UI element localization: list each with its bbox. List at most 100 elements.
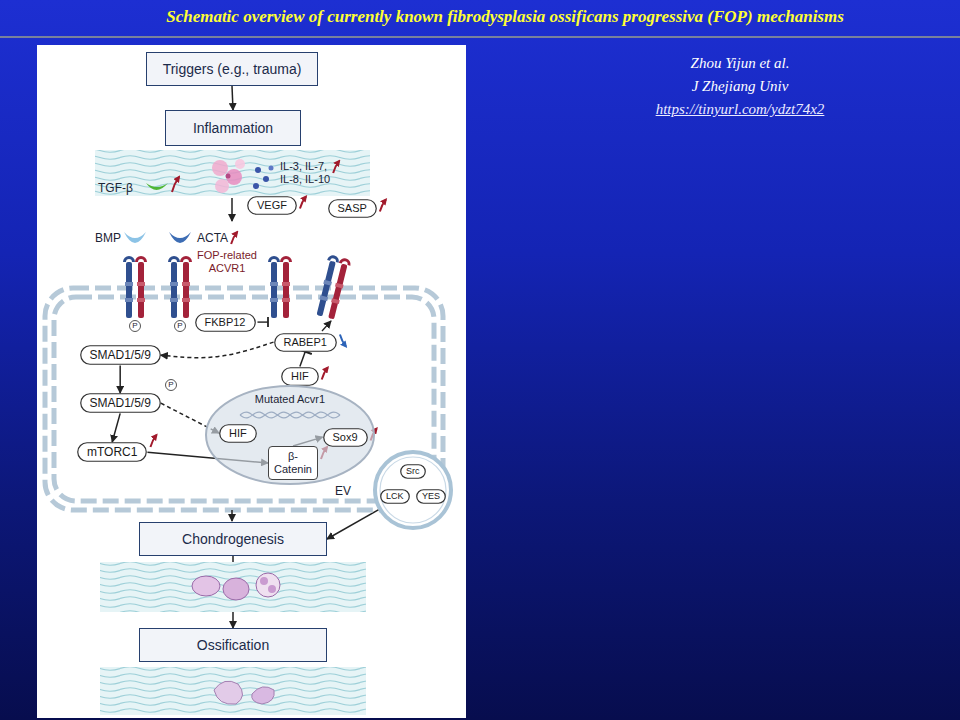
phospho-mark: P [165, 379, 177, 391]
title-rule [0, 37, 960, 38]
signal-label: ACTA [197, 231, 228, 245]
node-text: mTORC1 [87, 445, 137, 459]
node-text: HIF [229, 427, 247, 440]
tissue-band [95, 150, 370, 196]
receptor [328, 264, 347, 320]
molecule-oval: LCK [380, 489, 410, 504]
molecule-oval-outline [220, 424, 257, 442]
molecule-oval-outline [381, 489, 410, 503]
receptor [268, 256, 280, 262]
receptor [339, 257, 352, 266]
receptor [270, 298, 278, 302]
bone-cell [252, 687, 275, 704]
change-arrow [231, 232, 237, 244]
tissue-band [100, 562, 366, 612]
receptor [125, 298, 133, 302]
node-text: Inflammation [193, 120, 273, 137]
node-text: Triggers (e.g., trauma) [163, 61, 302, 78]
tissue-band [100, 667, 366, 715]
receptor [135, 256, 147, 262]
inflammatory-cell [226, 174, 231, 179]
extracellular-vesicle: EVSrcLCKYES [373, 450, 453, 530]
receptor [335, 283, 344, 289]
receptor [331, 298, 340, 304]
process-box: Chondrogenesis [139, 522, 327, 556]
inflammatory-cell [215, 179, 229, 193]
chondrocyte [256, 573, 280, 597]
cytokine-dot [253, 166, 274, 190]
node-text: Sox9 [333, 431, 358, 444]
receptor [137, 282, 145, 286]
phospho-mark: P [129, 320, 141, 332]
flow-arrow [231, 198, 233, 221]
tissue-band [100, 562, 366, 612]
node-text: VEGF [257, 199, 287, 212]
molecule-box: β-Catenin [268, 446, 318, 480]
signal-label: TGF-β [98, 181, 133, 195]
molecule-oval: Src [400, 464, 426, 479]
receptor [170, 298, 178, 302]
process-box: Triggers (e.g., trauma) [146, 52, 318, 86]
inflammatory-cell [212, 160, 228, 176]
inflammatory-cell [235, 159, 245, 169]
molecule-oval: YES [416, 489, 446, 504]
chondrocyte [192, 573, 280, 600]
receptor [170, 282, 178, 286]
change-arrow [300, 197, 306, 209]
signal-label: IL-3, IL-7, IL-8, IL-10 [280, 160, 336, 186]
molecule-oval: RABEP1 [274, 333, 337, 352]
molecule-oval-outline [282, 367, 319, 385]
molecule-oval-outline [248, 196, 297, 214]
tissue-band [95, 150, 370, 715]
change-arrow [150, 435, 156, 447]
node-text: Mutated Acvr1 [205, 393, 375, 406]
nucleus-outline [206, 386, 374, 484]
tissue-band [95, 150, 370, 196]
citation-text: Zhou Yijun et al. [640, 54, 840, 72]
extracellular-vesicle-outline [380, 457, 446, 523]
receptor [123, 256, 147, 318]
bone-cell [214, 681, 274, 704]
citation-text: https://tinyurl.com/ydzt74x2 [620, 100, 860, 118]
molecule-oval: SASP [328, 199, 377, 218]
node-text: Chondrogenesis [182, 531, 284, 548]
node-text: β-Catenin [271, 450, 315, 475]
receptor [123, 256, 135, 262]
receptor [323, 280, 332, 286]
change-arrow [340, 335, 346, 347]
receptor [125, 282, 133, 286]
tissue-band [100, 667, 366, 715]
molecule-oval-outline [80, 346, 160, 365]
activin-ligand [169, 232, 191, 243]
molecule-oval-outline [80, 394, 160, 413]
node-text: Src [406, 466, 420, 477]
node-text: SMAD1/5/9 [90, 348, 151, 362]
receptor [182, 298, 190, 302]
citation-text: J Zhejiang Univ [640, 77, 840, 95]
process-box: Ossification [139, 628, 327, 662]
node-text: YES [422, 491, 440, 502]
change-arrow [380, 200, 386, 212]
receptor [180, 256, 192, 262]
receptor [268, 256, 292, 318]
cytokine-dot [255, 167, 261, 173]
process-box: Inflammation [165, 110, 301, 146]
molecule-oval-outline [274, 333, 336, 351]
receptor [168, 256, 192, 318]
receptor [137, 298, 145, 302]
receptor [282, 298, 290, 302]
molecule-oval: VEGF [247, 196, 297, 215]
molecule-oval: HIF [219, 424, 257, 443]
chondrocyte [268, 585, 276, 593]
chondrocyte [260, 577, 268, 585]
molecule-oval-outline [323, 428, 367, 446]
cytokine-dot [269, 166, 274, 171]
molecule-oval: SMAD1/5/9 [80, 393, 161, 413]
inflammatory-cell [212, 159, 245, 193]
molecule-oval: SMAD1/5/9 [80, 345, 161, 365]
phospho-mark: P [174, 320, 186, 332]
node-text: EV [335, 484, 351, 498]
receptor [280, 256, 292, 262]
change-arrow [333, 161, 339, 173]
change-arrow [267, 317, 269, 327]
